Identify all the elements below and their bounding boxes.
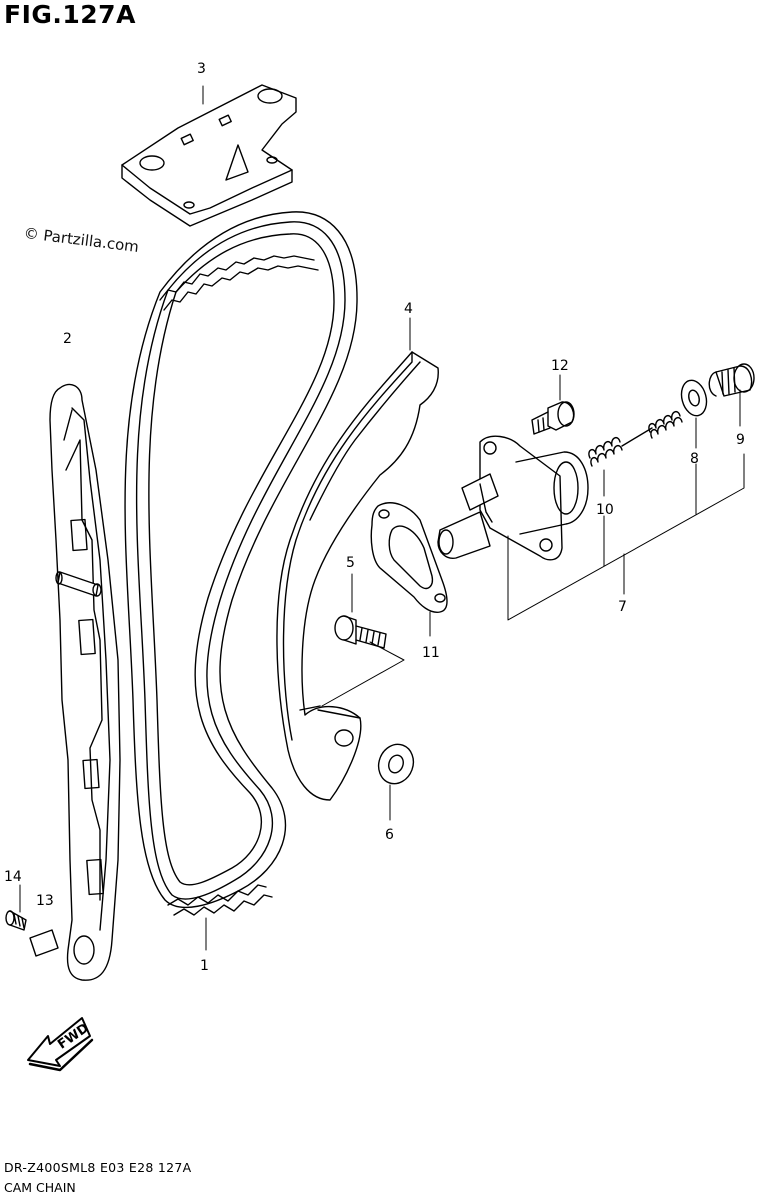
footer-name: CAM CHAIN bbox=[4, 1180, 76, 1195]
part-washer[interactable] bbox=[373, 739, 419, 788]
callout-14: 14 bbox=[4, 869, 22, 885]
callout-8: 8 bbox=[690, 451, 699, 467]
figure-title: FIG.127A bbox=[4, 0, 136, 29]
part-plug-bolt[interactable] bbox=[708, 363, 755, 397]
part-cam-chain-guide-front[interactable] bbox=[49, 383, 121, 981]
part-tensioner-adjuster-assy[interactable] bbox=[437, 435, 589, 561]
part-gasket[interactable] bbox=[678, 378, 710, 419]
part-tensioner-bolt[interactable] bbox=[334, 615, 387, 649]
part-cam-chain[interactable] bbox=[124, 211, 358, 916]
callout-10: 10 bbox=[596, 502, 614, 518]
callout-5: 5 bbox=[346, 555, 355, 571]
part-adjuster-gasket[interactable] bbox=[370, 502, 448, 613]
callout-12: 12 bbox=[551, 358, 569, 374]
part-guide-bolt[interactable] bbox=[5, 910, 27, 931]
callout-1: 1 bbox=[200, 958, 209, 974]
footer-code: DR-Z400SML8 E03 E28 127A bbox=[4, 1160, 192, 1175]
part-adjuster-bolt[interactable] bbox=[531, 401, 575, 435]
callout-11: 11 bbox=[422, 645, 440, 661]
callout-13: 13 bbox=[36, 893, 54, 909]
part-cam-chain-tensioner-rear[interactable] bbox=[276, 351, 439, 801]
part-guide-plate[interactable] bbox=[29, 929, 59, 957]
callout-3: 3 bbox=[197, 61, 206, 77]
part-spring[interactable] bbox=[588, 410, 683, 467]
callout-2: 2 bbox=[63, 331, 72, 347]
callout-6: 6 bbox=[385, 827, 394, 843]
callout-7: 7 bbox=[618, 599, 627, 615]
part-chain-guide-top[interactable] bbox=[121, 84, 297, 227]
callout-4: 4 bbox=[404, 301, 413, 317]
callout-9: 9 bbox=[736, 432, 745, 448]
fwd-arrow-icon bbox=[27, 1017, 94, 1072]
